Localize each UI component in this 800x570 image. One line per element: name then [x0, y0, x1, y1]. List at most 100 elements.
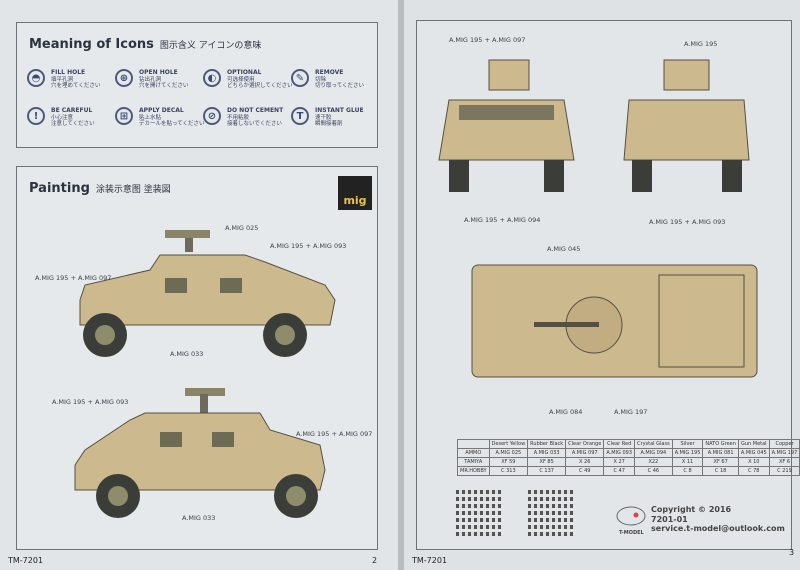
- table-cell: X22: [634, 457, 673, 467]
- icon-symbol-icon: !: [27, 107, 45, 125]
- paint-callout: A.MIG 195 + A.MIG 093: [270, 242, 347, 250]
- table-cell: A.MIG 097: [565, 448, 605, 458]
- icon-symbol-icon: ⊞: [115, 107, 133, 125]
- paint-callout: A.MIG 195: [684, 40, 718, 48]
- table-cell: C 49: [565, 466, 605, 476]
- paint-callout: A.MIG 084: [549, 408, 583, 416]
- icon-symbol-icon: T: [291, 107, 309, 125]
- icon-symbol-icon: ◐: [203, 69, 221, 87]
- paint-callout: A.MIG 195 + A.MIG 097: [296, 430, 373, 438]
- table-cell: TAMIYA: [457, 457, 490, 467]
- copyright: Copyright © 2016 7201-01 service.t-model…: [651, 505, 785, 534]
- table-cell: C 219: [768, 466, 800, 476]
- table-cell: C 18: [702, 466, 739, 476]
- page-3: A.MIG 195 + A.MIG 097 A.MIG 195 A.MIG 19…: [404, 0, 800, 570]
- table-cell: X 27: [603, 457, 636, 467]
- qr-code-facebook[interactable]: [456, 490, 502, 536]
- humvee-rear: [623, 59, 750, 192]
- brand-logo-text: T-MODEL: [619, 530, 644, 536]
- table-cell: A.MIG 197: [768, 448, 800, 458]
- humvee-side-1: [79, 230, 336, 357]
- column-header: Rubber Black: [527, 439, 567, 449]
- column-header: Silver: [671, 439, 704, 449]
- column-header: Crystal Glass: [634, 439, 673, 449]
- column-header: Desert Yellow: [488, 439, 529, 449]
- table-cell: A.MIG 045: [737, 448, 770, 458]
- humvee-side-2: [74, 388, 326, 518]
- table-cell: X 10: [737, 457, 770, 467]
- column-header: Gun Metal: [737, 439, 770, 449]
- page-number: 3: [789, 548, 795, 557]
- paint-callout: A.MIG 033: [170, 350, 204, 358]
- table-cell: XF 85: [527, 457, 567, 467]
- vehicle-views: [438, 59, 758, 378]
- table-cell: MR.HOBBY: [457, 466, 490, 476]
- paint-callout: A.MIG 195 + A.MIG 097: [449, 36, 526, 44]
- paint-callout: A.MIG 195 + A.MIG 093: [649, 218, 726, 226]
- table-cell: XF 59: [488, 457, 529, 467]
- paint-callout: A.MIG 197: [614, 408, 648, 416]
- icon-symbol-icon: ⊕: [115, 69, 133, 87]
- table-cell: A.MIG 081: [702, 448, 739, 458]
- paint-callout: A.MIG 033: [182, 514, 216, 522]
- table-cell: X 11: [671, 457, 704, 467]
- vehicle-side-views: [74, 230, 336, 518]
- table-cell: A.MIG 025: [488, 448, 529, 458]
- qr-code-wechat[interactable]: [528, 490, 574, 536]
- icon-symbol-icon: ⊘: [203, 107, 221, 125]
- product-code: 7201-01: [651, 514, 688, 524]
- table-cell: C 46: [634, 466, 673, 476]
- mig-logo: mig: [338, 176, 372, 210]
- footer-code: TM-7201: [412, 556, 448, 565]
- table-cell: AMMO: [457, 448, 490, 458]
- column-header: NATO Green: [702, 439, 739, 449]
- table-cell: C 313: [488, 466, 529, 476]
- table-cell: C 78: [737, 466, 770, 476]
- column-header: Clear Red: [603, 439, 636, 449]
- paint-callout: A.MIG 195 + A.MIG 093: [52, 398, 129, 406]
- contact-email[interactable]: service.t-model@outlook.com: [651, 524, 785, 534]
- table-cell: XF 6: [768, 457, 800, 467]
- column-header: Clear Orange: [565, 439, 605, 449]
- footer-code: TM-7201: [8, 556, 44, 565]
- paint-callout: A.MIG 025: [225, 224, 259, 232]
- table-cell: XF 67: [702, 457, 739, 467]
- paint-callout: A.MIG 045: [547, 245, 581, 253]
- page-number: 2: [372, 556, 378, 565]
- paint-callout: A.MIG 195 + A.MIG 097: [35, 274, 112, 282]
- column-header: Copper: [768, 439, 800, 449]
- table-cell: X 26: [565, 457, 605, 467]
- column-header: [457, 439, 490, 449]
- table-cell: C 8: [671, 466, 704, 476]
- table-cell: C 137: [527, 466, 567, 476]
- humvee-top: [471, 264, 758, 378]
- table-cell: A.MIG 195: [671, 448, 704, 458]
- table-cell: C 47: [603, 466, 636, 476]
- humvee-front: [438, 59, 575, 192]
- copyright-text: Copyright © 2016: [651, 505, 732, 514]
